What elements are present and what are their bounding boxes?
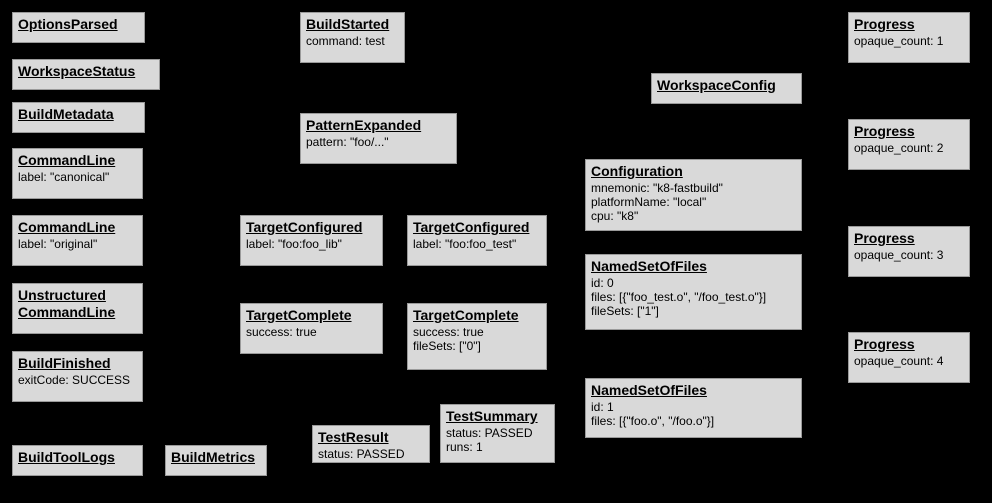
node-named-set-of-files-1[interactable]: NamedSetOfFiles id: 1 files: [{"foo.o", "… <box>585 378 802 438</box>
node-attributes: pattern: "foo/..." <box>306 135 389 149</box>
node-attributes: label: "original" <box>18 237 98 251</box>
node-title: OptionsParsed <box>18 16 118 32</box>
node-attributes: label: "foo:foo_test" <box>413 237 517 251</box>
node-title: BuildToolLogs <box>18 449 115 465</box>
node-attributes: label: "canonical" <box>18 170 110 184</box>
node-test-result[interactable]: TestResult status: PASSED <box>312 425 430 463</box>
node-progress-3[interactable]: Progress opaque_count: 3 <box>848 226 970 277</box>
node-progress-2[interactable]: Progress opaque_count: 2 <box>848 119 970 170</box>
node-title: WorkspaceStatus <box>18 63 136 79</box>
node-attributes: command: test <box>306 34 385 48</box>
node-title: Unstructured CommandLine <box>18 287 116 320</box>
node-target-configured-foo-test[interactable]: TargetConfigured label: "foo:foo_test" <box>407 215 547 266</box>
node-title: TargetComplete <box>246 307 352 323</box>
node-named-set-of-files-0[interactable]: NamedSetOfFiles id: 0 files: [{"foo_test.… <box>585 254 802 330</box>
node-build-metadata[interactable]: BuildMetadata <box>12 102 145 133</box>
node-title: BuildMetadata <box>18 106 114 122</box>
node-attributes: opaque_count: 3 <box>854 248 944 262</box>
node-attributes: exitCode: SUCCESS <box>18 373 131 387</box>
node-title: BuildMetrics <box>171 449 256 465</box>
node-attributes: status: PASSED <box>318 447 405 461</box>
node-attributes: opaque_count: 1 <box>854 34 944 48</box>
node-build-metrics[interactable]: BuildMetrics <box>165 445 267 476</box>
node-build-tool-logs[interactable]: BuildToolLogs <box>12 445 143 476</box>
node-command-line-canonical[interactable]: CommandLine label: "canonical" <box>12 148 143 199</box>
node-title: CommandLine <box>18 152 116 168</box>
node-build-started[interactable]: BuildStarted command: test <box>300 12 405 63</box>
node-attributes: mnemonic: "k8-fastbuild" platformName: "… <box>591 181 723 223</box>
node-pattern-expanded[interactable]: PatternExpanded pattern: "foo/..." <box>300 113 457 164</box>
node-test-summary[interactable]: TestSummary status: PASSED runs: 1 <box>440 404 555 463</box>
node-attributes: opaque_count: 4 <box>854 354 944 368</box>
node-attributes: success: true <box>246 325 317 339</box>
node-title: TargetConfigured <box>413 219 530 235</box>
node-title: NamedSetOfFiles <box>591 382 707 398</box>
node-title: WorkspaceConfig <box>657 77 776 93</box>
node-title: Progress <box>854 336 915 352</box>
node-title: TargetComplete <box>413 307 519 323</box>
node-title: TestResult <box>318 429 389 445</box>
node-title: Progress <box>854 230 915 246</box>
node-target-complete-test[interactable]: TargetComplete success: true fileSets: ["… <box>407 303 547 370</box>
node-title: Configuration <box>591 163 683 179</box>
node-build-finished[interactable]: BuildFinished exitCode: SUCCESS <box>12 351 143 402</box>
node-unstructured-command-line[interactable]: Unstructured CommandLine <box>12 283 143 334</box>
node-title: PatternExpanded <box>306 117 422 133</box>
node-title: CommandLine <box>18 219 116 235</box>
node-command-line-original[interactable]: CommandLine label: "original" <box>12 215 143 266</box>
node-title: Progress <box>854 123 915 139</box>
node-title: TargetConfigured <box>246 219 363 235</box>
node-title: BuildFinished <box>18 355 111 371</box>
node-target-complete-lib[interactable]: TargetComplete success: true <box>240 303 383 354</box>
node-attributes: id: 1 files: [{"foo.o", "/foo.o"}] <box>591 400 715 428</box>
node-configuration[interactable]: Configuration mnemonic: "k8-fastbuild" pl… <box>585 159 802 231</box>
node-workspace-config[interactable]: WorkspaceConfig <box>651 73 802 104</box>
node-options-parsed[interactable]: OptionsParsed <box>12 12 145 43</box>
node-progress-1[interactable]: Progress opaque_count: 1 <box>848 12 970 63</box>
node-progress-4[interactable]: Progress opaque_count: 4 <box>848 332 970 383</box>
node-title: BuildStarted <box>306 16 390 32</box>
node-title: NamedSetOfFiles <box>591 258 707 274</box>
node-attributes: opaque_count: 2 <box>854 141 944 155</box>
node-attributes: success: true fileSets: ["0"] <box>413 325 484 353</box>
node-target-configured-foo-lib[interactable]: TargetConfigured label: "foo:foo_lib" <box>240 215 383 266</box>
node-attributes: id: 0 files: [{"foo_test.o", "/foo_test.… <box>591 276 767 318</box>
node-title: Progress <box>854 16 915 32</box>
node-attributes: status: PASSED runs: 1 <box>446 426 533 454</box>
node-title: TestSummary <box>446 408 538 424</box>
node-attributes: label: "foo:foo_lib" <box>246 237 342 251</box>
node-workspace-status[interactable]: WorkspaceStatus <box>12 59 160 90</box>
